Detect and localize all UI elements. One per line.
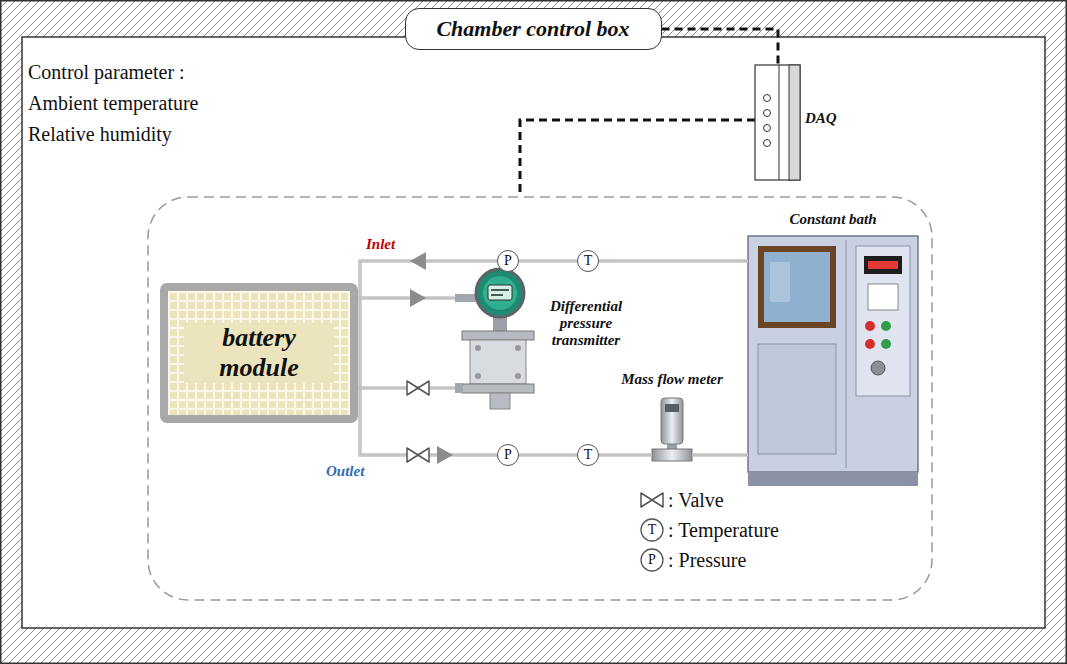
fluid-pipe — [358, 388, 497, 455]
flow-arrowhead — [410, 289, 426, 307]
chamber-interior — [22, 37, 1045, 628]
temperature-sensor: T — [577, 444, 599, 466]
legend-circle — [641, 519, 663, 541]
signal-line — [662, 29, 779, 65]
sensor-letter: T — [584, 253, 593, 269]
constant-bath-drawing — [748, 236, 918, 486]
sensor-letter: T — [584, 447, 593, 463]
chamber-control-box: Chamber control box — [405, 8, 662, 50]
module-title: battery module — [184, 323, 334, 383]
legend-valve-symbol — [641, 493, 663, 507]
mass-flow-meter-drawing — [652, 398, 692, 461]
box-title: Chamber control box — [436, 16, 629, 42]
legend-circle — [641, 549, 663, 571]
port-label: Outlet — [326, 462, 364, 480]
daq-unit-drawing — [755, 65, 800, 180]
fluid-pipe — [519, 259, 577, 263]
pressure-sensor: P — [497, 444, 519, 466]
legend-text: : Valve — [668, 489, 724, 511]
flow-arrowhead — [410, 252, 426, 270]
dp-transmitter-drawing — [455, 269, 534, 409]
signal-wire — [520, 120, 755, 197]
legend-text: : Pressure — [668, 549, 746, 571]
note-text: Ambient temperature — [28, 91, 199, 115]
sensor-letter: P — [504, 253, 512, 269]
fluid-pipe — [599, 259, 748, 263]
device-label: Mass flow meter — [621, 371, 723, 388]
note-text: Relative humidity — [28, 122, 172, 146]
pressure-sensor: P — [497, 250, 519, 272]
dp-transmitter: Differential pressure transmitter — [455, 268, 535, 412]
fluid-pipe — [692, 453, 748, 457]
battery-module: battery module — [160, 283, 358, 423]
fluid-pipe — [519, 453, 577, 457]
port-label: Inlet — [366, 235, 395, 253]
legend-letter: P — [648, 552, 656, 568]
fluid-pipe — [358, 296, 455, 300]
test-loop-boundary — [148, 197, 932, 600]
note-text: Control parameter : — [28, 60, 185, 84]
device-label: Constant bath — [789, 211, 876, 228]
legend-text: : Temperature — [668, 519, 779, 541]
temperature-sensor: T — [577, 250, 599, 272]
constant-bath: Constant bath — [748, 236, 918, 486]
valve-symbol — [407, 381, 429, 395]
flow-arrowhead — [437, 446, 453, 464]
fluid-pipe — [358, 261, 497, 298]
sensor-letter: P — [504, 447, 512, 463]
mass-flow-meter: Mass flow meter — [652, 398, 692, 462]
daq-unit: DAQ — [755, 65, 800, 180]
fluid-pipe — [599, 453, 652, 457]
legend-letter: T — [648, 522, 657, 538]
device-label: Differential pressure transmitter — [538, 298, 634, 349]
pipe — [358, 298, 362, 388]
device-label: DAQ — [805, 110, 837, 127]
valve-symbol — [407, 448, 429, 462]
